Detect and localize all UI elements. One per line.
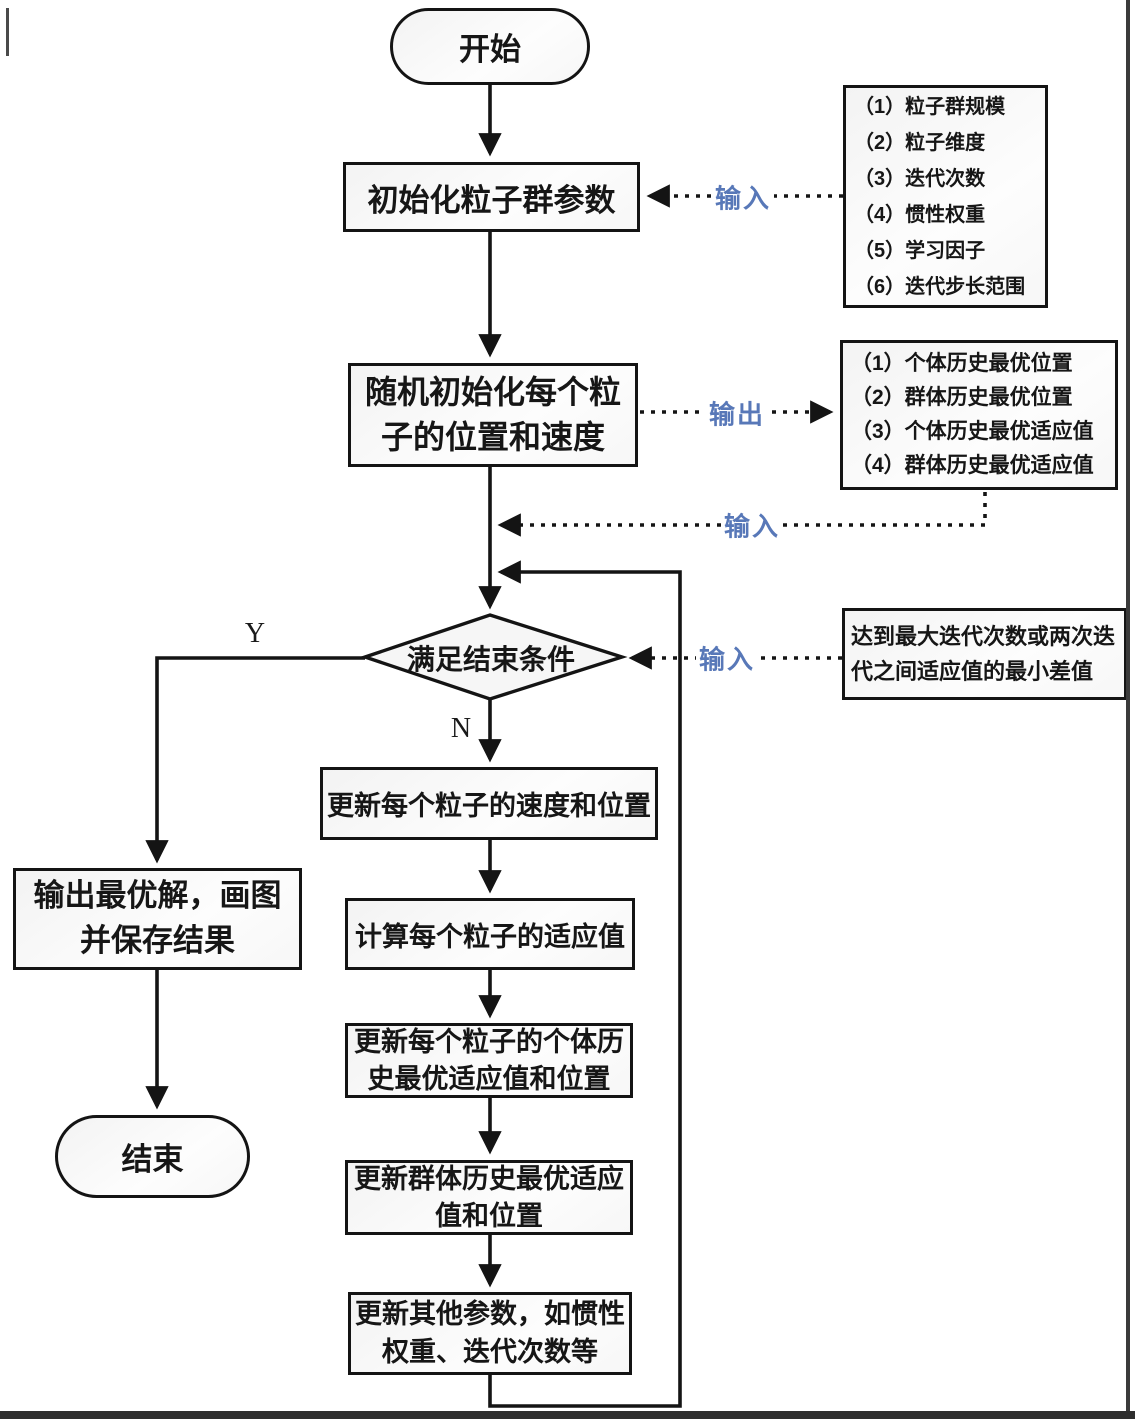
node-calc-fitness: 计算每个粒子的适应值 — [345, 898, 635, 970]
param-item-4: （4）惯性权重 — [854, 203, 986, 226]
node-output-result: 输出最优解，画图并保存结果 — [13, 868, 302, 970]
output-item-1: （1）个体历史最优位置 — [851, 352, 1073, 375]
param-item-3: （3）迭代次数 — [854, 167, 986, 190]
label-no-branch: N — [450, 713, 472, 744]
node-condition: 满足结束条件 — [380, 640, 602, 676]
node-update-pbest-label: 更新每个粒子的个体历史最优适应值和位置 — [354, 1027, 624, 1094]
param-item-1: （1）粒子群规模 — [854, 95, 1006, 118]
node-output-result-label: 输出最优解，画图并保存结果 — [33, 878, 282, 958]
node-init-params-label: 初始化粒子群参数 — [367, 182, 616, 218]
output-item-2: （2）群体历史最优位置 — [851, 386, 1073, 409]
label-input-values: 输入 — [720, 506, 784, 544]
sidebox-params: （1）粒子群规模 （2）粒子维度 （3）迭代次数 （4）惯性权重 （5）学习因子… — [843, 85, 1048, 308]
output-item-3: （3）个体历史最优适应值 — [851, 420, 1094, 443]
dashed-input-values — [497, 492, 987, 537]
node-update-gbest-label: 更新群体历史最优适应值和位置 — [354, 1164, 624, 1231]
node-condition-label: 满足结束条件 — [406, 644, 575, 675]
node-random-init: 随机初始化每个粒子的位置和速度 — [348, 363, 638, 467]
arrow-yes-branch — [145, 656, 365, 864]
label-input-params: 输入 — [711, 178, 775, 216]
param-item-5: （5）学习因子 — [854, 239, 986, 262]
left-edge-artifact — [6, 8, 9, 56]
node-start: 开始 — [390, 8, 590, 85]
node-end-label: 结束 — [121, 1142, 184, 1177]
label-output-values: 输出 — [705, 394, 769, 432]
param-item-6: （6）迭代步长范围 — [854, 275, 1026, 298]
sidebox-stop-condition-label: 达到最大迭代次数或两次迭代之间适应值的最小差值 — [851, 623, 1116, 684]
node-update-other-label: 更新其他参数，如惯性权重、迭代次数等 — [355, 1298, 625, 1367]
node-update-velocity: 更新每个粒子的速度和位置 — [320, 767, 658, 840]
right-edge-artifact — [1126, 0, 1130, 1411]
node-start-label: 开始 — [459, 32, 521, 67]
label-input-stop: 输入 — [695, 639, 759, 677]
node-update-gbest: 更新群体历史最优适应值和位置 — [345, 1160, 633, 1235]
param-item-2: （2）粒子维度 — [854, 131, 986, 154]
arrow-loop-back — [488, 560, 682, 1408]
diamond-shape — [359, 613, 628, 701]
sidebox-stop-condition: 达到最大迭代次数或两次迭代之间适应值的最小差值 — [842, 608, 1127, 700]
bottom-edge-artifact — [0, 1411, 1135, 1419]
sidebox-outputs: （1）个体历史最优位置 （2）群体历史最优位置 （3）个体历史最优适应值 （4）… — [840, 340, 1118, 490]
node-update-velocity-label: 更新每个粒子的速度和位置 — [327, 791, 651, 821]
output-item-4: （4）群体历史最优适应值 — [851, 454, 1094, 477]
node-update-pbest: 更新每个粒子的个体历史最优适应值和位置 — [345, 1023, 633, 1098]
label-yes-branch: Y — [244, 618, 266, 649]
node-update-other: 更新其他参数，如惯性权重、迭代次数等 — [348, 1292, 632, 1375]
node-init-params: 初始化粒子群参数 — [343, 162, 640, 232]
node-random-init-label: 随机初始化每个粒子的位置和速度 — [364, 373, 621, 455]
node-calc-fitness-label: 计算每个粒子的适应值 — [355, 921, 625, 952]
node-end: 结束 — [55, 1115, 250, 1198]
